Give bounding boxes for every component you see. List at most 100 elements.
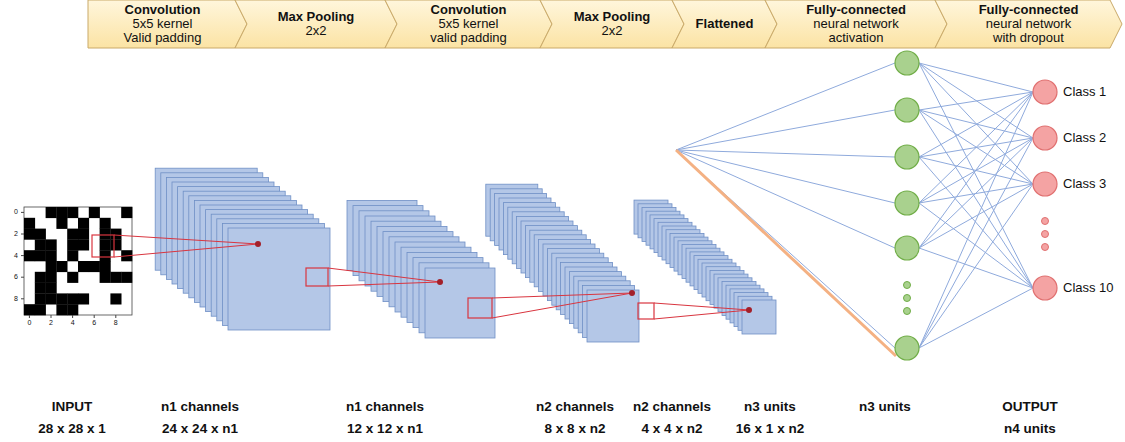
tick <box>21 234 24 235</box>
banner-text: Max Pooling2x2 <box>552 0 672 48</box>
layer-banner: Flattened <box>672 0 777 48</box>
banner-text: Max Pooling2x2 <box>247 0 385 48</box>
layer-banner: Max Pooling2x2 <box>540 0 684 48</box>
hidden-units <box>895 51 1049 360</box>
pixel <box>46 250 57 261</box>
dimension-label: n2 channels <box>536 400 614 415</box>
ellipsis-dot <box>1042 244 1049 251</box>
pixel <box>46 272 57 283</box>
class-label: Class 3 <box>1063 172 1106 196</box>
output-unit: Class 2 <box>1033 126 1057 150</box>
banner-text: Flattened <box>684 0 765 48</box>
pixel <box>67 229 78 240</box>
dimension-label: 8 <box>14 295 18 303</box>
pixel <box>89 207 100 218</box>
dimension-label: 28 x 28 x 1 <box>38 422 106 437</box>
banner-label: 5x5 kernel Valid padding <box>118 17 208 46</box>
kernel-window <box>92 235 114 257</box>
dimension-label: 4 <box>14 252 18 260</box>
pixel <box>100 229 111 240</box>
pixel <box>78 239 89 250</box>
pixel <box>67 250 78 261</box>
pixel <box>24 250 35 261</box>
dense-line <box>676 150 895 157</box>
dimension-label: 0 <box>27 319 31 327</box>
connection-lines <box>676 63 1033 348</box>
tick <box>21 277 24 278</box>
pixel <box>56 207 67 218</box>
class-label: Class 1 <box>1063 80 1106 104</box>
kernel-line <box>654 303 749 310</box>
output-dot <box>437 279 443 285</box>
banner-label: neural network activation <box>804 17 908 46</box>
dimension-label: OUTPUT <box>1002 400 1058 415</box>
dense-line <box>676 150 895 248</box>
banner-label: Max Pooling <box>278 10 355 24</box>
tick <box>21 298 24 299</box>
pixel <box>110 293 121 304</box>
layer-banner: Fully-connectedneural network activation <box>765 0 947 48</box>
banner-label: Max Pooling <box>574 10 651 24</box>
dense-line <box>919 92 1033 203</box>
banner-label: neural network with dropout <box>977 17 1081 46</box>
layer-banner: Convolution5x5 kernel valid padding <box>385 0 552 48</box>
chevron-shape <box>385 0 552 48</box>
output-dot <box>255 241 261 247</box>
hidden-unit <box>895 145 919 169</box>
pixel <box>35 250 46 261</box>
dense-line <box>919 138 1033 348</box>
kernel-line <box>114 244 258 257</box>
output-unit: Class 3 <box>1033 172 1057 196</box>
dimension-label: 2 <box>14 230 18 238</box>
banner-label: Fully-connected <box>806 3 906 17</box>
ellipsis-dot <box>904 308 911 315</box>
kernel-line <box>654 310 749 319</box>
dimension-label: n3 units <box>744 400 796 415</box>
dense-line <box>919 288 1033 348</box>
pixel <box>110 272 121 283</box>
pixel <box>121 207 132 218</box>
class-label: Class 10 <box>1063 276 1114 300</box>
dense-line <box>919 63 1033 288</box>
pixel <box>35 283 46 294</box>
kernel-window <box>468 298 492 318</box>
output-circle <box>1033 276 1057 300</box>
tick <box>21 255 24 256</box>
tick <box>29 315 30 318</box>
kernel-window <box>306 268 328 286</box>
dimension-label: n1 channels <box>161 400 239 415</box>
pixel <box>56 304 67 315</box>
kernel-line <box>328 268 440 282</box>
ellipsis-dot <box>904 295 911 302</box>
layer-banner: Convolution5x5 kernel Valid padding <box>88 0 247 48</box>
banner-label: Convolution <box>431 3 507 17</box>
dense-line <box>919 184 1033 348</box>
hidden-unit <box>895 336 919 360</box>
pixel <box>67 207 78 218</box>
chevron-shape <box>765 0 947 48</box>
chevron-shape <box>672 0 777 48</box>
pixel <box>24 229 35 240</box>
banner-text: Fully-connectedneural network with dropo… <box>947 0 1110 48</box>
output-unit: Class 1 <box>1033 80 1057 104</box>
pixel <box>67 239 78 250</box>
chevron-shape <box>935 0 1122 48</box>
dense-line <box>919 92 1033 110</box>
pixel <box>35 229 46 240</box>
output-dot <box>746 307 752 313</box>
banner-label: 5x5 kernel valid padding <box>424 17 514 46</box>
pixel <box>46 293 57 304</box>
pixel <box>78 261 89 272</box>
feature-map <box>425 268 495 338</box>
image-frame <box>24 207 132 315</box>
dimension-label: 12 x 12 x n1 <box>347 422 423 437</box>
tick <box>21 212 24 213</box>
ellipsis-dot <box>904 282 911 289</box>
pixel <box>89 261 100 272</box>
receptive-field-marks <box>92 235 752 319</box>
pixel <box>35 239 46 250</box>
pixel <box>110 229 121 240</box>
dense-line <box>919 92 1033 348</box>
feature-map <box>742 300 776 334</box>
pixel <box>35 304 46 315</box>
